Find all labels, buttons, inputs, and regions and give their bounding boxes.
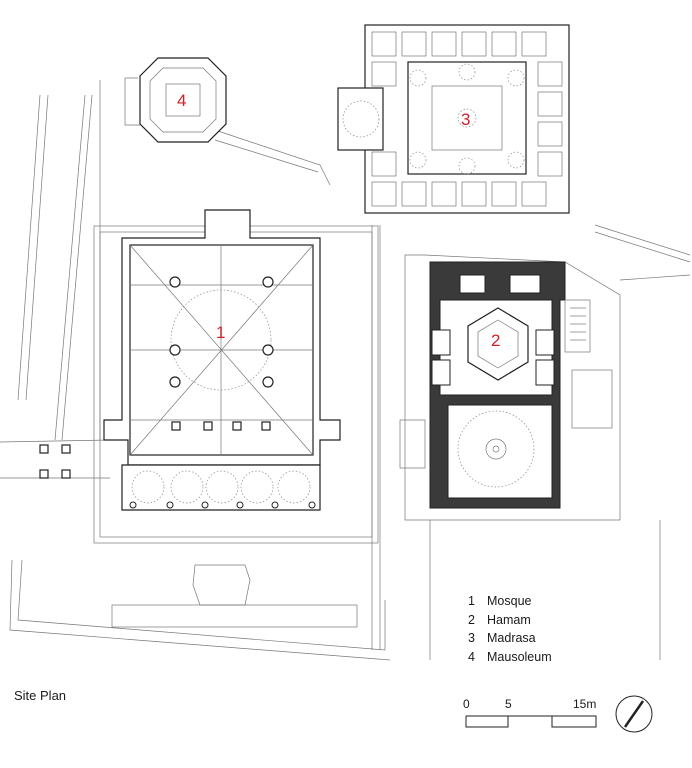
madrasa-plan: 3 (337, 24, 570, 214)
legend-item: 1 Mosque (468, 592, 552, 611)
legend-name: Hamam (487, 612, 531, 627)
legend-name: Madrasa (487, 631, 536, 645)
mosque-plan: 1 (39, 209, 379, 628)
legend-number: 1 (468, 594, 475, 608)
legend-number: 2 (468, 612, 475, 627)
legend-number: 3 (468, 631, 475, 645)
legend-item: 2 Hamam (468, 611, 552, 630)
mosque-piers (169, 276, 274, 431)
legend-item: 3 Madrasa (468, 629, 552, 648)
legend-number: 4 (468, 649, 475, 664)
madrasa-label: 3 (461, 110, 470, 129)
legend-name: Mosque (487, 594, 532, 608)
hamam-label: 2 (491, 331, 500, 350)
mausoleum-label: 4 (177, 91, 186, 110)
legend-item: 4 Mausoleum (468, 648, 552, 667)
madrasa-cells (371, 31, 563, 207)
legend: 1 Mosque 2 Hamam 3 Madrasa 4 Mausoleum (468, 592, 552, 666)
scale-tick-15m: 15m (573, 697, 597, 711)
scale-tick-5: 5 (505, 697, 512, 711)
mausoleum-plan: 4 (124, 57, 227, 143)
north-arrow-icon (615, 695, 653, 733)
scale-tick-0: 0 (463, 697, 470, 711)
mosque-label: 1 (216, 323, 225, 342)
hamam-plan: 2 (399, 254, 621, 521)
page-title: Site Plan (14, 688, 67, 703)
legend-name: Mausoleum (487, 649, 552, 664)
scale-bar (465, 715, 597, 728)
